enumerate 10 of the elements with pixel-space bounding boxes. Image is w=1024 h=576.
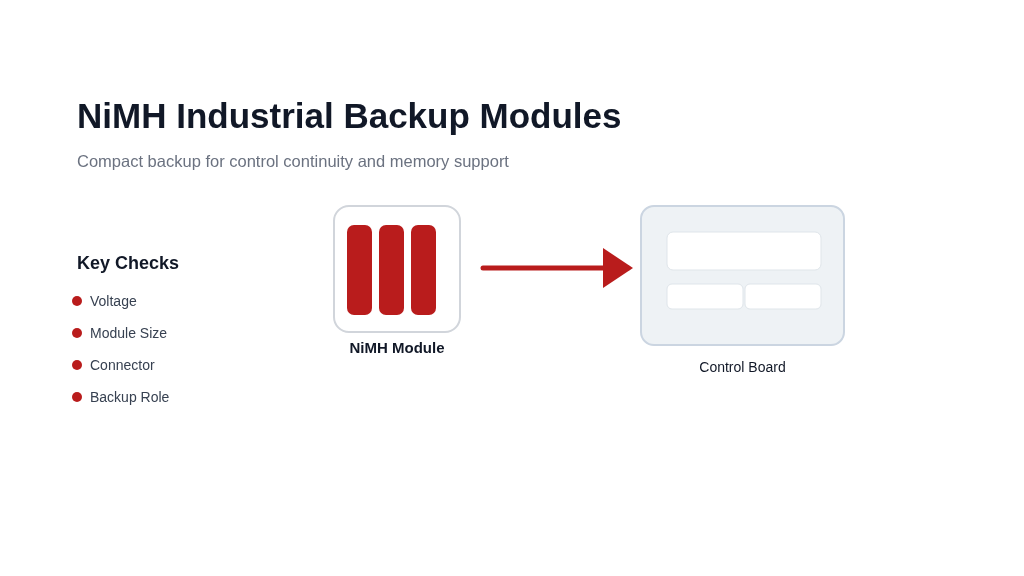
arrow <box>480 248 633 288</box>
list-item: Connector <box>90 356 155 375</box>
list-item: Module Size <box>90 324 168 343</box>
node-caption: Control Board <box>699 358 786 377</box>
list-item: Voltage <box>90 292 137 311</box>
subtitle: Compact backup for control continuity and memory support <box>77 151 509 172</box>
title: NiMH Industrial Backup Modules <box>77 95 622 137</box>
node-caption: NiMH Module <box>349 338 445 358</box>
list-heading: Key Checks <box>77 252 180 274</box>
list-item: Backup Role <box>90 388 170 407</box>
